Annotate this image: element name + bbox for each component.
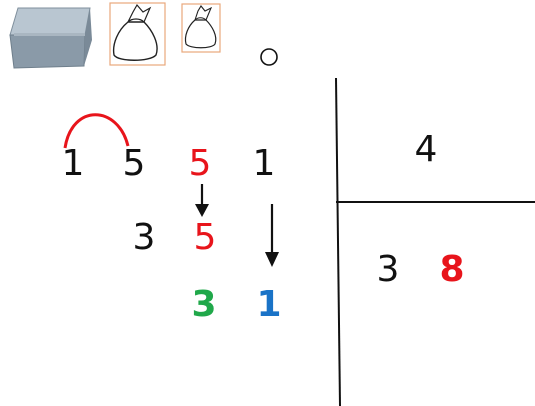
brought-down-digit: 5: [193, 217, 217, 258]
quotient-digit: 8: [439, 249, 465, 290]
dividend-digit: 5: [188, 143, 212, 184]
first-remainder: 3: [132, 217, 156, 258]
dividend-digit: 1: [61, 143, 85, 184]
division-vertical-line: [335, 77, 341, 406]
sack-large-icon: [109, 2, 166, 66]
bring-down-arrow-1: [195, 184, 209, 217]
final-remainder: 3: [191, 284, 217, 325]
quotient-digit: 3: [376, 249, 400, 290]
dividend-digit: 1: [252, 143, 276, 184]
grouping-arc: [63, 113, 130, 149]
dividend-digit: 5: [122, 143, 146, 184]
circle-icon: [260, 48, 278, 66]
divisor: 4: [414, 129, 438, 170]
brought-down-digit: 1: [256, 284, 282, 325]
bring-down-arrow-2: [265, 204, 279, 267]
sack-small-icon: [181, 3, 221, 53]
gray-box-icon: [9, 7, 92, 69]
